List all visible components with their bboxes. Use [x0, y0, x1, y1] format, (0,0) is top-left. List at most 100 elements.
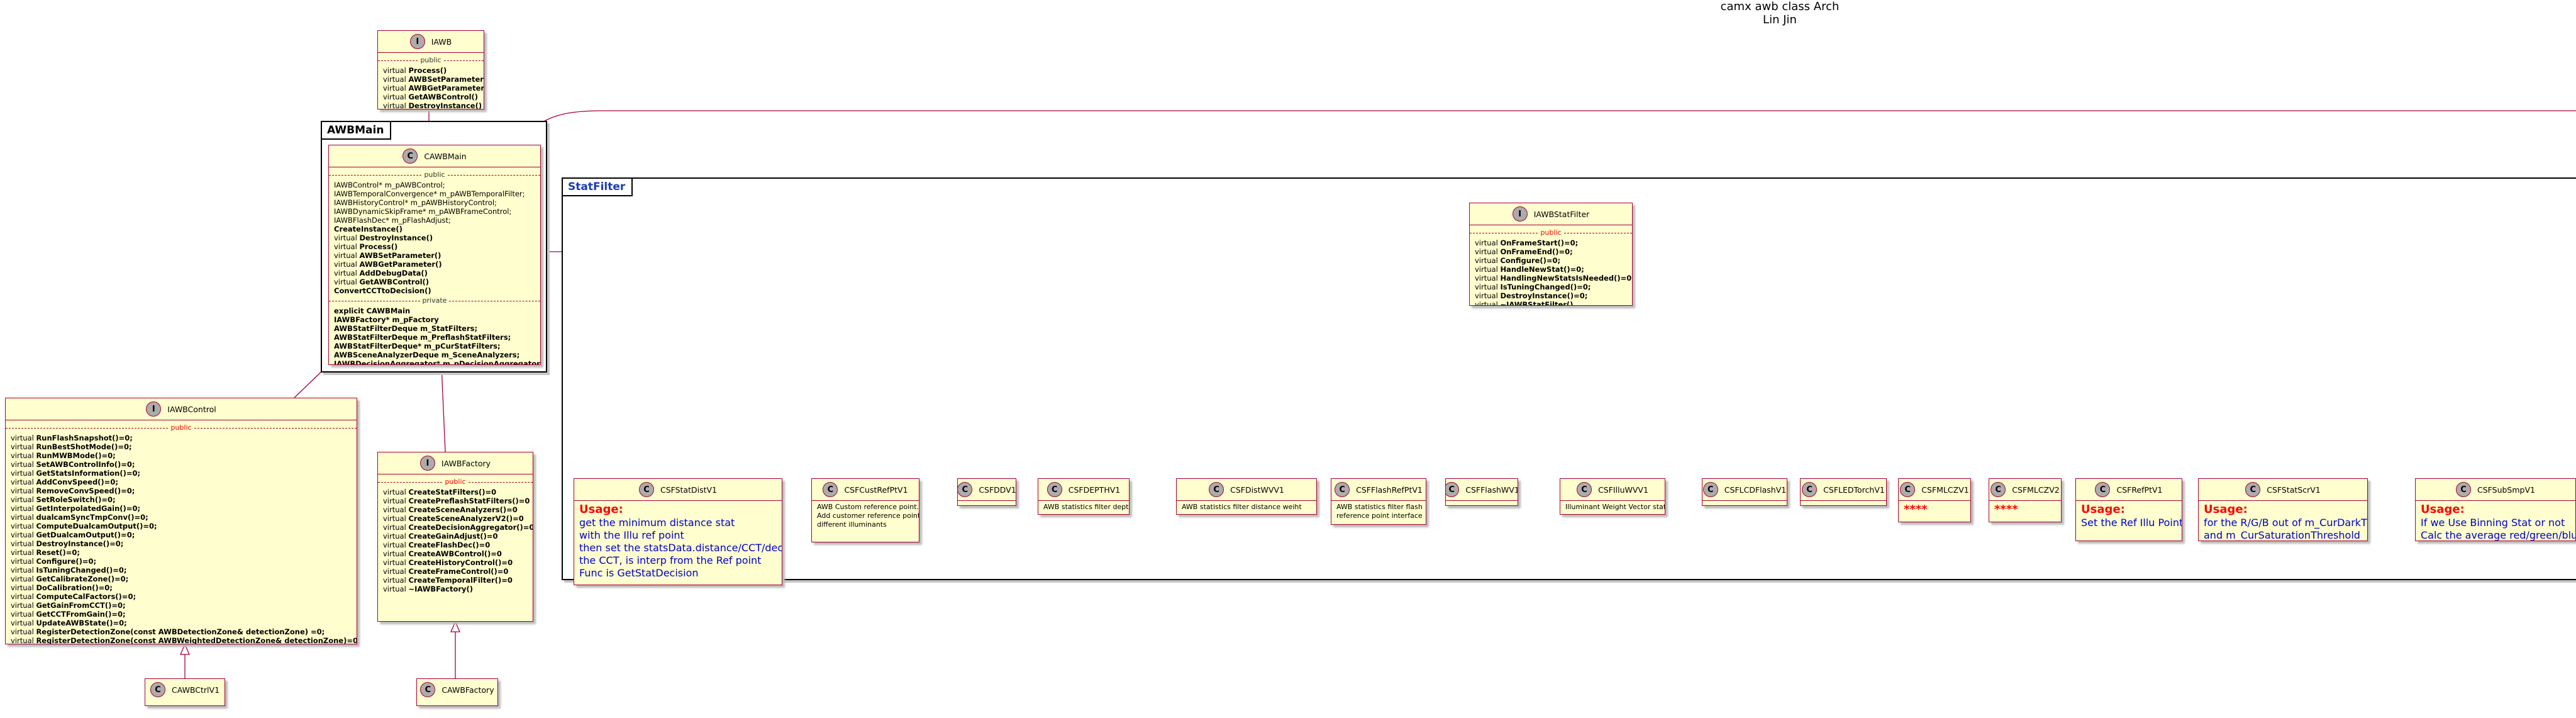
member-line: virtual dualcamSyncTmpConv()=0;: [11, 513, 148, 522]
member-line: IAWBDynamicSkipFrame* m_pAWBFrameControl…: [334, 207, 512, 216]
member-line: virtual Configure()=0;: [11, 557, 97, 566]
section-label: public: [420, 56, 441, 64]
interface-icon: I: [409, 34, 425, 49]
description-line: AWB statistics filter distance weiht: [1182, 503, 1302, 511]
method-list: virtual OnFrameStart()=0;virtual OnFrame…: [1475, 238, 1633, 306]
class-name: CSFMLCZV1: [1921, 485, 1969, 495]
member-line: virtual GetAWBControl(): [383, 93, 479, 101]
member-line: AWBStatFilterDeque m_PreflashStatFilters…: [334, 333, 511, 342]
section-label: public: [170, 424, 192, 432]
class-name: CSFDEPTHV1: [1068, 485, 1121, 495]
member-line: virtual CreateHistoryControl()=0: [383, 558, 513, 567]
section-label: private: [422, 296, 447, 305]
member-line: virtual GetGainFromCCT()=0;: [11, 601, 126, 610]
usage-note: then set the statsData.distance/CCT/deci…: [579, 542, 782, 554]
usage-note: If we Use Binning Stat or not: [2421, 517, 2565, 529]
class-name: IAWBFactory: [441, 458, 491, 468]
package-tab: AWBMain: [322, 122, 392, 140]
member-line: IAWBTemporalConvergence* m_pAWBTemporalF…: [334, 189, 525, 198]
section-label: public: [445, 478, 466, 486]
class-csfmlczv1[interactable]: C CSFMLCZV1 ****: [1898, 478, 1971, 522]
member-line: virtual RunFlashSnapshot()=0;: [11, 434, 133, 442]
class-icon: C: [1702, 482, 1718, 497]
class-icon: C: [1209, 482, 1224, 497]
class-name: CAWBFactory: [441, 685, 494, 695]
member-line: virtual HandlingNewStatsIsNeeded()=0;: [1475, 274, 1633, 283]
member-line: virtual GetStatsInformation()=0;: [11, 469, 141, 478]
interface-icon: I: [419, 456, 435, 471]
diagram-title: camx awb class Arch: [1720, 0, 1840, 13]
public-members: IAWBControl* m_pAWBControl;IAWBTemporalC…: [334, 181, 536, 295]
class-name: CAWBMain: [424, 151, 467, 161]
class-icon: C: [150, 682, 165, 697]
usage-label: Usage:: [579, 503, 623, 516]
member-line: virtual OnFrameEnd()=0;: [1475, 247, 1573, 256]
usage-note: and m_CurSaturationThreshold: [2204, 529, 2360, 541]
class-icon: C: [1046, 482, 1062, 497]
class-name: CSFDistWVV1: [1230, 485, 1284, 495]
usage-label: ****: [1904, 503, 1928, 516]
member-line: virtual CreateGainAdjust()=0: [383, 532, 498, 541]
usage-note: with the Illu ref point: [579, 529, 684, 541]
interface-icon: I: [146, 401, 162, 417]
class-header: C CSFDEPTHV1: [1038, 479, 1129, 501]
member-line: virtual Configure()=0;: [1475, 256, 1561, 265]
member-line: virtual AWBSetParameter(): [334, 251, 441, 260]
description-line: Illuminant Weight Vector stat filter: [1565, 503, 1665, 511]
class-icon: C: [2245, 482, 2261, 497]
member-line: virtual HandleNewStat()=0;: [1475, 265, 1584, 274]
member-line: IAWBDecisionAggregator* m_pDecisionAggre…: [334, 359, 541, 365]
diagram-title-block: camx awb class Arch Lin Jin: [1698, 0, 1862, 26]
member-line: virtual OnFrameStart()=0;: [1475, 238, 1579, 247]
class-name: CSFIlluWVV1: [1598, 485, 1648, 495]
member-line: virtual DestroyInstance(): [334, 233, 433, 242]
member-line: AWBStatFilterDeque* m_pCurStatFilters;: [334, 342, 501, 351]
class-icon: C: [638, 482, 654, 497]
member-line: IAWBControl* m_pAWBControl;: [334, 181, 445, 189]
member-line: virtual ~IAWBStatFilter(): [1475, 300, 1574, 306]
class-icon: C: [2456, 482, 2471, 497]
usage-label: Usage:: [2204, 503, 2248, 516]
class-icon: C: [1900, 482, 1916, 497]
member-line: virtual RunMWBMode()=0;: [11, 451, 116, 460]
member-line: AWBSceneAnalyzerDeque m_SceneAnalyzers;: [334, 351, 520, 359]
member-line: virtual CreateFlashDec()=0: [383, 541, 491, 549]
method-list: virtual RunFlashSnapshot()=0; virtual Run…: [11, 434, 357, 644]
class-name: IAWBStatFilter: [1533, 209, 1590, 219]
member-line: virtual IsTuningChanged()=0;: [1475, 283, 1591, 291]
member-line: virtual CreateDecisionAggregator()=0: [383, 523, 533, 532]
member-line: ConvertCCTtoDecision(): [334, 286, 431, 295]
member-line: virtual Process(): [334, 242, 398, 251]
usage-label: Usage:: [2081, 503, 2125, 516]
class-name: CSFSubSmpV1: [2477, 485, 2535, 495]
member-line: IAWBFactory* m_pFactory: [334, 315, 439, 324]
